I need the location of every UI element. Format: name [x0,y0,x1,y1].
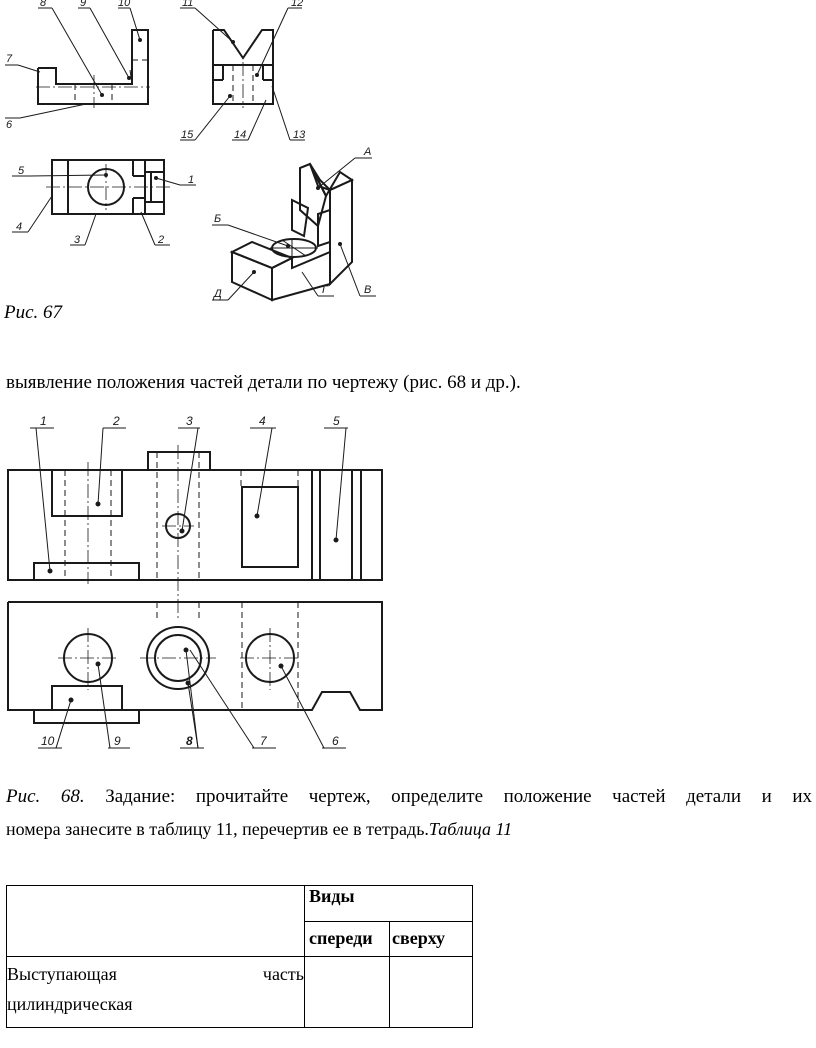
label-V: В [364,284,371,296]
fig67-iso-labels: А Б Д Г В [212,146,371,300]
table-cell-front [304,956,390,1028]
fig67-top-labels: 8 9 10 11 12 7 6 15 14 13 [6,0,306,141]
row-label-word1: Выступающая [7,964,117,984]
table-row-label: Выступающая часть цилиндрическая [6,956,305,1028]
label-3: 3 [186,414,193,428]
fig68-caption: Рис. 68. Задание: прочитайте чертеж, опр… [6,785,812,809]
paragraph-line1: выявление положения частей детали по чер… [6,372,521,393]
label-15: 15 [181,129,194,141]
table-col-front: спереди [304,920,390,957]
table-11: Виды спереди сверху Выступающая часть ци… [6,885,473,1028]
label-1: 1 [40,414,47,428]
fig68-caption-text: Задание: прочитайте чертеж, определите п… [84,786,812,807]
label-11: 11 [182,0,193,9]
label-5: 5 [333,414,340,428]
fig67-front-view [36,29,150,108]
fig68-bottom-labels: 10 9 8 7 6 [41,734,339,748]
label-10: 10 [41,734,55,748]
row-label-line2: цилиндрическая [7,994,133,1014]
label-9: 9 [80,0,86,9]
label-B: Б [214,213,221,225]
fig68-top-leaders [30,427,348,574]
label-1: 1 [188,174,194,186]
fig68-front-view [7,445,383,620]
figure-67-drawing: 8 9 10 11 12 7 6 15 14 13 5 1 [5,0,376,302]
label-4: 4 [16,221,22,233]
fig67-top-leaders [5,7,305,141]
label-3: 3 [74,234,81,246]
fig68-caption-line2: номера занесите в таблицу 11, перечертив… [6,817,512,841]
fig68-bottom-leaders [38,647,346,749]
row-label-word2: часть [262,964,304,984]
table-header-views: Виды [304,885,473,922]
label-7: 7 [6,53,13,65]
label-10: 10 [118,0,131,9]
fig67-plan-labels: 5 1 4 3 2 [16,165,194,246]
table-reference: Таблица 11 [428,819,513,839]
caption-line2-text: номера занесите в таблицу 11, перечертив… [6,819,429,839]
label-9: 9 [114,734,121,748]
table-col-top: сверху [389,920,473,957]
label-8: 8 [186,734,193,748]
label-4: 4 [259,414,266,428]
label-2: 2 [112,414,120,428]
fig68-top-view [7,601,383,724]
label-D: Д [212,288,222,300]
label-6: 6 [332,734,339,748]
table-empty-header [6,885,305,957]
label-A: А [363,146,371,158]
label-6: 6 [6,119,13,131]
figure-68-drawing: 1 2 3 4 5 10 9 8 7 6 [7,414,383,749]
fig68-top-labels: 1 2 3 4 5 [40,414,340,428]
fig67-isometric-view [229,162,355,302]
fig67-side-view [212,29,274,108]
table-cell-top [389,956,473,1028]
fig67-plan-leaders [12,173,196,246]
label-5: 5 [18,165,25,177]
label-7: 7 [260,734,268,748]
fig67-iso-leaders [212,157,376,301]
fig67-plan-view [46,159,170,215]
fig68-caption-number: Рис. 68. [6,786,85,807]
label-12: 12 [291,0,303,9]
label-8: 8 [40,0,47,9]
label-G: Г [322,284,329,296]
label-14: 14 [234,129,246,141]
label-13: 13 [293,129,306,141]
label-2: 2 [157,234,164,246]
fig67-caption: Рис. 67 [4,302,63,323]
